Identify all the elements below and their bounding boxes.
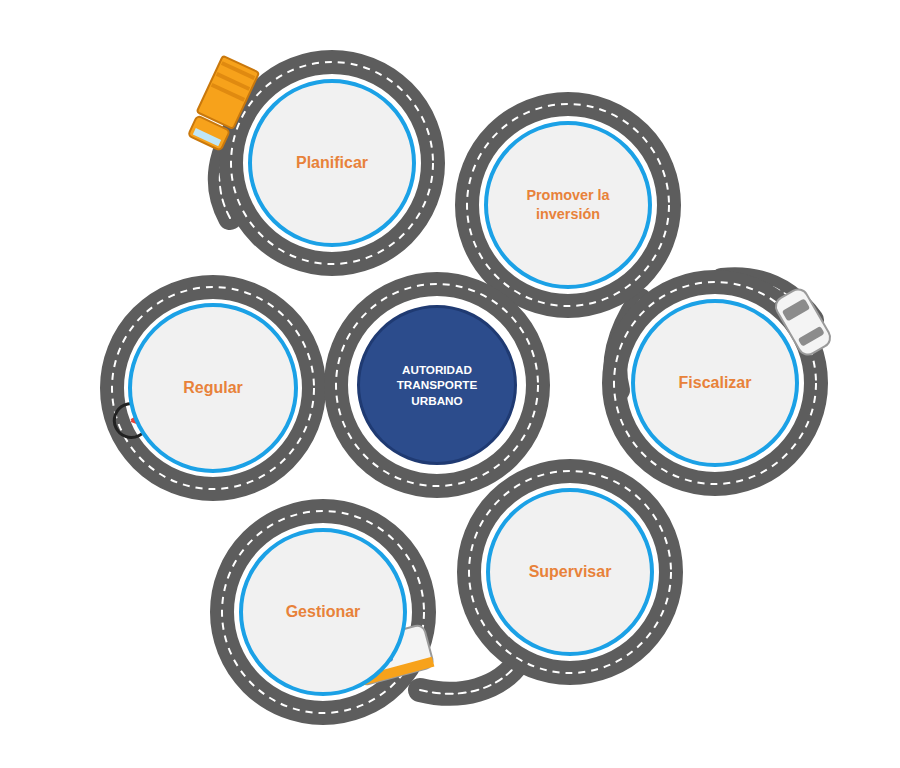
function-circle: Regular [128, 303, 298, 473]
function-circle: Promover la inversión [484, 121, 652, 289]
node-label: Supervisar [515, 562, 626, 583]
function-circle: Gestionar [239, 528, 407, 696]
node-label: Planificar [282, 153, 382, 174]
node-label: Promover la inversión [488, 186, 648, 223]
function-circle: Planificar [248, 79, 416, 247]
node-label: AUTORIDAD TRANSPORTE URBANO [360, 362, 514, 408]
authority-circle: AUTORIDAD TRANSPORTE URBANO [357, 305, 517, 465]
function-circle: Fiscalizar [631, 299, 799, 467]
node-label: Gestionar [272, 602, 375, 623]
node-label: Regular [169, 378, 257, 399]
node-label: Fiscalizar [665, 373, 766, 394]
function-circle: Supervisar [486, 488, 654, 656]
